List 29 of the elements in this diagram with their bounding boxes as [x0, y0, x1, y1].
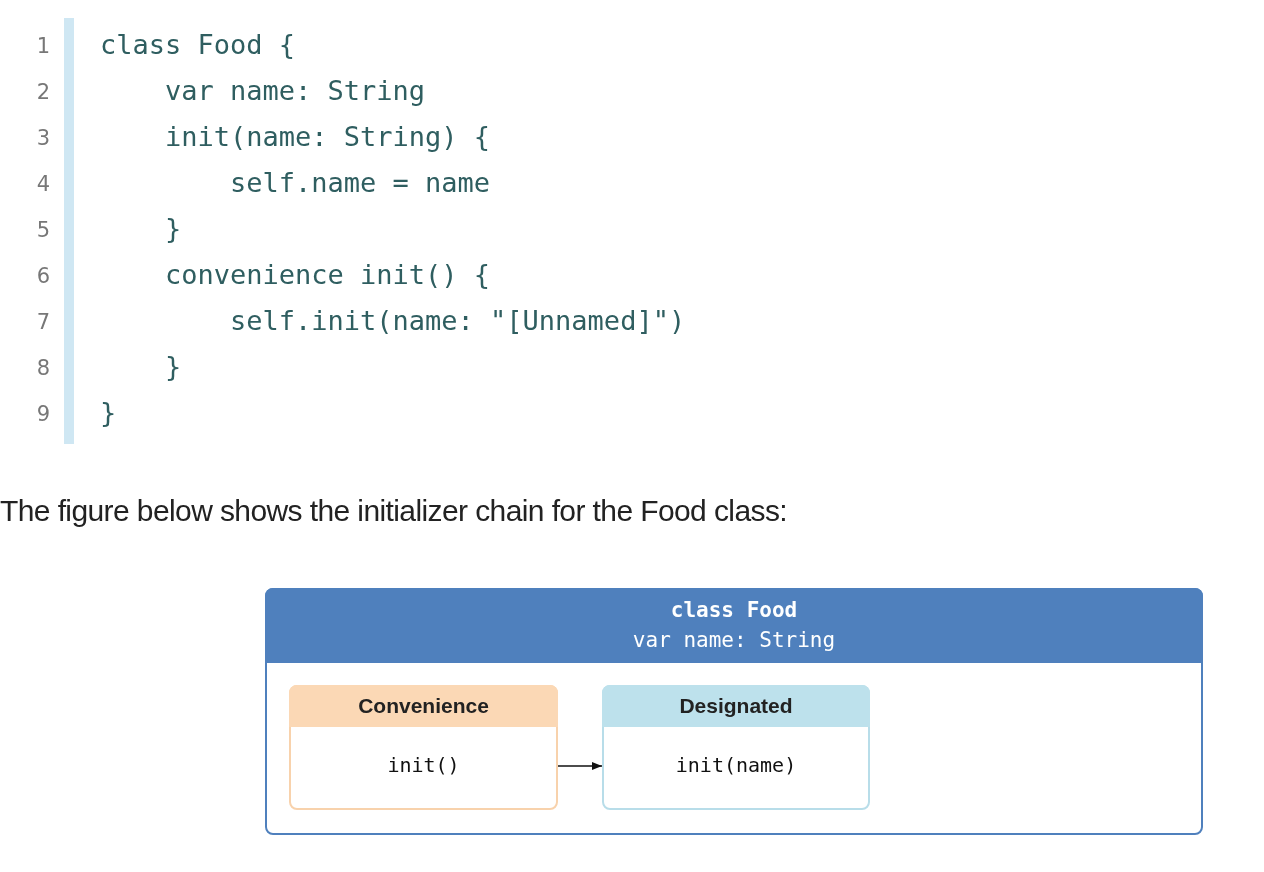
code-line: var name: String [165, 75, 426, 106]
line-number: 9 [35, 402, 50, 426]
class-title: class Food [669, 598, 799, 622]
code-line: } [100, 397, 117, 428]
code-line: class Food { [100, 29, 296, 60]
property-text: var name: String [631, 628, 837, 652]
initializer-box [289, 685, 558, 810]
paragraph-text: The figure below shows the initializer chain for the Food class: [0, 494, 787, 528]
initializer-text: init(name) [674, 753, 798, 777]
line-number: 6 [35, 264, 50, 288]
initializer-text: init() [386, 753, 461, 777]
box-header-text: Convenience [357, 694, 490, 718]
code-line: self.name = name [230, 167, 491, 198]
line-number: 1 [35, 34, 50, 58]
line-number: 8 [35, 356, 50, 380]
code-line: self.init(name: "[Unnamed]") [230, 305, 686, 336]
code-line: convenience init() { [165, 259, 491, 290]
line-number: 3 [35, 126, 50, 150]
class-box [265, 588, 1203, 835]
line-number: 4 [35, 172, 50, 196]
code-line: init(name: String) { [165, 121, 491, 152]
arrow [557, 762, 603, 770]
line-number: 7 [35, 310, 50, 334]
line-number: 5 [35, 218, 50, 242]
line-number: 2 [35, 80, 50, 104]
code-line: } [165, 351, 182, 382]
initializer-box [602, 685, 870, 810]
box-header-text: Designated [678, 694, 794, 718]
code-line: } [165, 213, 182, 244]
